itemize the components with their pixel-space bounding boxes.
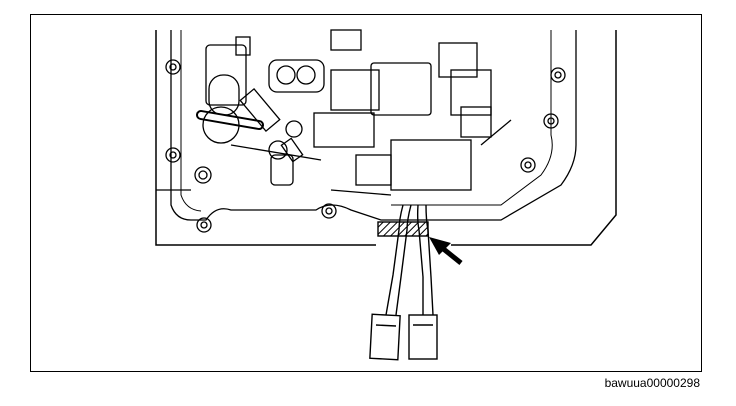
plate-outline — [155, 30, 617, 246]
hatched-clamp-icon — [377, 221, 429, 237]
arrow-icon — [429, 237, 463, 265]
valve-components — [156, 29, 512, 196]
diagram-frame — [30, 14, 702, 372]
bolt-holes — [165, 59, 566, 233]
valve-body-drawing — [155, 29, 617, 361]
connector-icon — [369, 313, 438, 361]
figure-code: bawuua00000298 — [604, 376, 700, 390]
gasket-outline — [170, 30, 577, 221]
